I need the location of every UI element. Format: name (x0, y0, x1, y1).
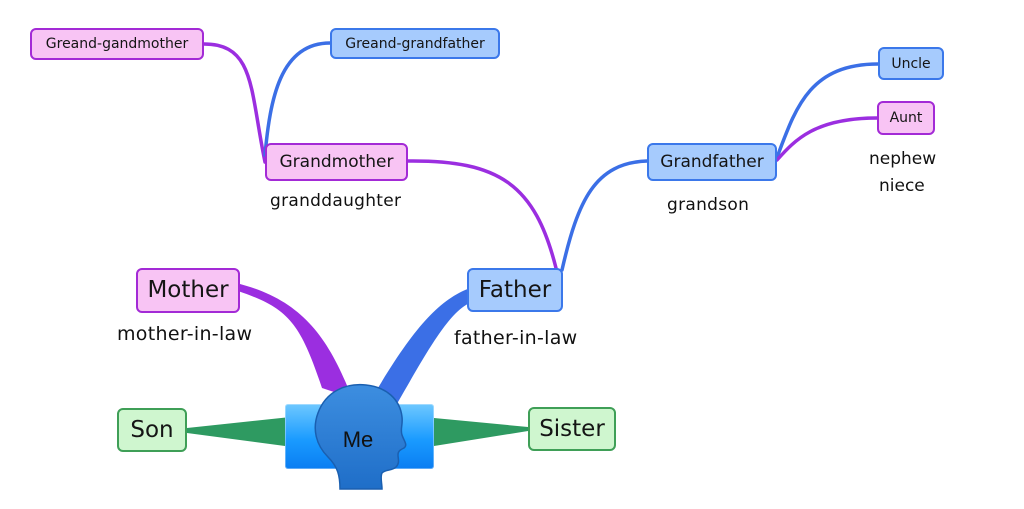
node-aunt[interactable]: Aunt (877, 101, 935, 135)
node-mother-label: Mother (147, 277, 229, 303)
link-great-grandfather-to-grandmother (263, 41, 332, 157)
node-grandfather[interactable]: Grandfather (647, 143, 777, 181)
node-son[interactable]: Son (117, 408, 187, 452)
node-father-label: Father (478, 276, 552, 303)
node-sister-label: Sister (539, 415, 605, 442)
link-uncle-to-grandfather (774, 62, 880, 162)
link-son-to-me (187, 416, 300, 448)
link-grandmother-to-father (406, 159, 558, 270)
caption-granddaughter: granddaughter (270, 191, 402, 211)
node-uncle[interactable]: Uncle (878, 47, 944, 80)
link-aunt-to-grandfather (775, 116, 879, 162)
node-aunt-label: Aunt (889, 110, 923, 126)
node-sister[interactable]: Sister (528, 407, 616, 451)
link-great-grandmother-to-grandmother (202, 42, 267, 164)
node-grandmother-label: Grandmother (279, 151, 394, 172)
link-father-to-me (372, 288, 472, 402)
node-father[interactable]: Father (467, 268, 563, 312)
caption-father-in-law: father-in-law (454, 327, 578, 349)
link-grandfather-to-father (560, 159, 649, 272)
link-sister-to-me (434, 418, 528, 446)
node-son-label: Son (130, 416, 174, 443)
node-great-grandmother-label: Greand-gandmother (45, 36, 189, 52)
node-great-grandfather[interactable]: Greand-grandfather (330, 28, 500, 59)
node-great-grandmother[interactable]: Greand-gandmother (30, 28, 204, 60)
caption-grandson: grandson (667, 195, 750, 215)
caption-niece: niece (879, 176, 925, 196)
node-uncle-label: Uncle (891, 55, 931, 72)
link-mother-to-me (238, 284, 352, 398)
head-silhouette-icon (314, 383, 407, 490)
caption-nephew: nephew (869, 149, 937, 169)
node-great-grandfather-label: Greand-grandfather (345, 35, 485, 52)
caption-mother-in-law: mother-in-law (117, 323, 253, 345)
node-grandmother[interactable]: Grandmother (265, 143, 408, 181)
node-mother[interactable]: Mother (136, 268, 240, 313)
center-node-label: Me (342, 427, 374, 452)
node-grandfather-label: Grandfather (660, 151, 764, 172)
